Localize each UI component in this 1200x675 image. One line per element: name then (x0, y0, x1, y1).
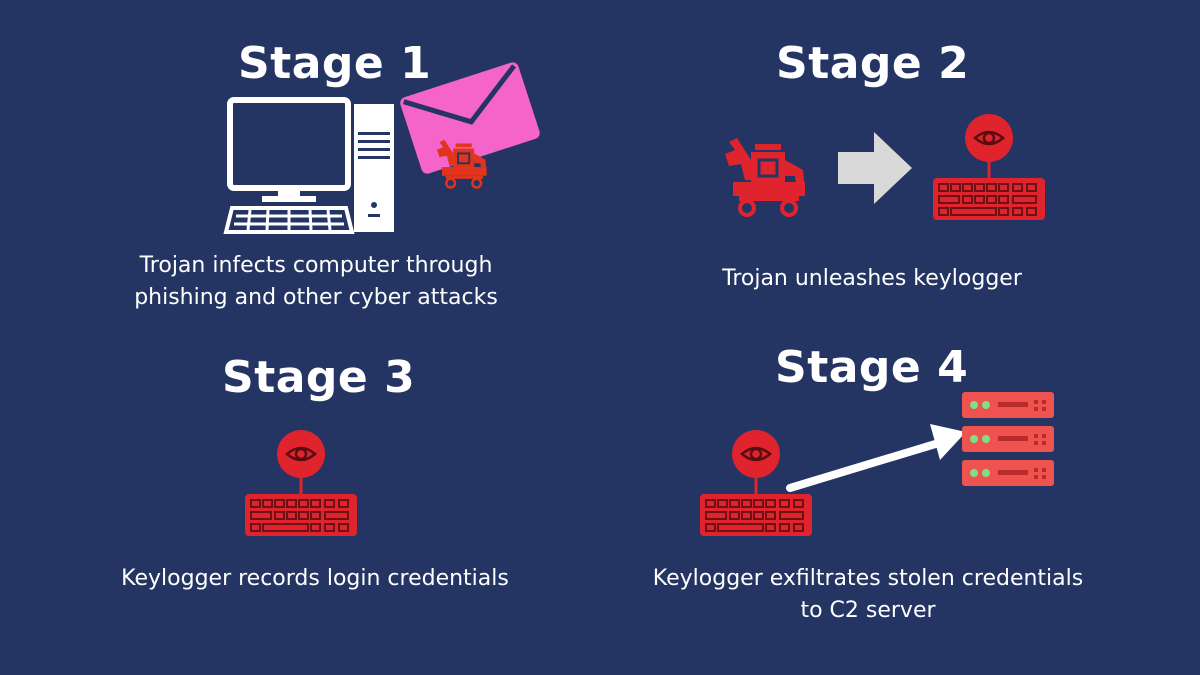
stage-2-caption-line-1: Trojan unleashes keylogger (722, 266, 1022, 291)
stage-4-title: Stage 4 (775, 342, 969, 393)
stage-2-title: Stage 2 (776, 38, 970, 89)
desktop-computer-icon (223, 97, 394, 234)
keylogger-icon (243, 428, 359, 538)
right-arrow-icon (838, 132, 912, 204)
stage-4-caption: Keylogger exfiltrates stolen credentials… (628, 563, 1108, 627)
stage-2-caption: Trojan unleashes keylogger (697, 263, 1047, 295)
stage-1-caption-line-2: phishing and other cyber attacks (134, 285, 498, 310)
stage-3-title: Stage 3 (222, 352, 416, 403)
stage-4-caption-line-2: to C2 server (800, 598, 936, 623)
server-stack-icon (962, 392, 1054, 486)
stage-3-caption-line-1: Keylogger records login credentials (121, 566, 509, 591)
right-arrow-icon (786, 424, 966, 492)
stage-1-title: Stage 1 (238, 38, 432, 89)
trojan-horse-icon (723, 136, 807, 217)
keylogger-icon (931, 112, 1047, 222)
stage-1-caption-line-1: Trojan infects computer through (139, 253, 493, 278)
stage-1-caption: Trojan infects computer through phishing… (116, 250, 516, 314)
stage-4-caption-line-1: Keylogger exfiltrates stolen credentials (652, 566, 1084, 591)
email-envelope-icon (400, 62, 540, 174)
stage-3-caption: Keylogger records login credentials (95, 563, 535, 595)
